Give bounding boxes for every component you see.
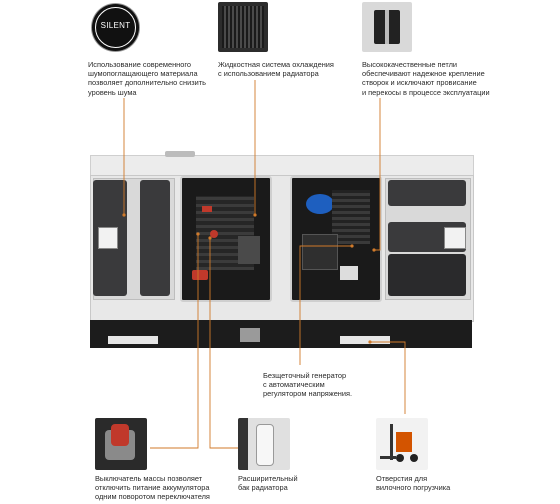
silent-badge: SILENT [92, 4, 139, 51]
forklift-slot-right [340, 336, 390, 344]
right-door-panel-a [388, 180, 466, 206]
radiator-photo [218, 2, 268, 52]
caption-hinges: Высококачественные петли обеспечивают на… [362, 60, 490, 97]
leader-switch [150, 234, 199, 449]
caption-silent: Использование современного шумопоглащающ… [88, 60, 206, 97]
hinge-photo [362, 2, 412, 52]
left-door-latch [98, 227, 118, 249]
caption-cooling: Жидкостная система охлаждения с использо… [218, 60, 334, 79]
left-door-panel-b [140, 180, 170, 296]
leader-tank [209, 238, 238, 449]
forklift-photo [376, 418, 428, 470]
alternator-bay [290, 176, 382, 302]
leader-forklift [370, 341, 406, 414]
base-bracket [240, 328, 260, 342]
caption-forklift: Отверстия для вилочного погрузчика [376, 474, 451, 493]
caption-switch: Выключатель массы позволяет отключить пи… [95, 474, 210, 502]
expansion-tank-photo [238, 418, 290, 470]
exhaust-cap [165, 151, 195, 157]
engine-bay [180, 176, 272, 302]
right-door-panel-c [388, 254, 466, 296]
caption-tank: Расширительный бак радиатора [238, 474, 298, 493]
forklift-slot-left [108, 336, 158, 344]
battery-switch-photo [95, 418, 147, 470]
right-door-latch [444, 227, 466, 249]
caption-generator: Безщеточный генератор с автоматическим р… [263, 371, 353, 399]
silent-badge-text: SILENT [100, 21, 131, 30]
leader-hinges [374, 98, 381, 251]
leader-generator [299, 245, 352, 365]
